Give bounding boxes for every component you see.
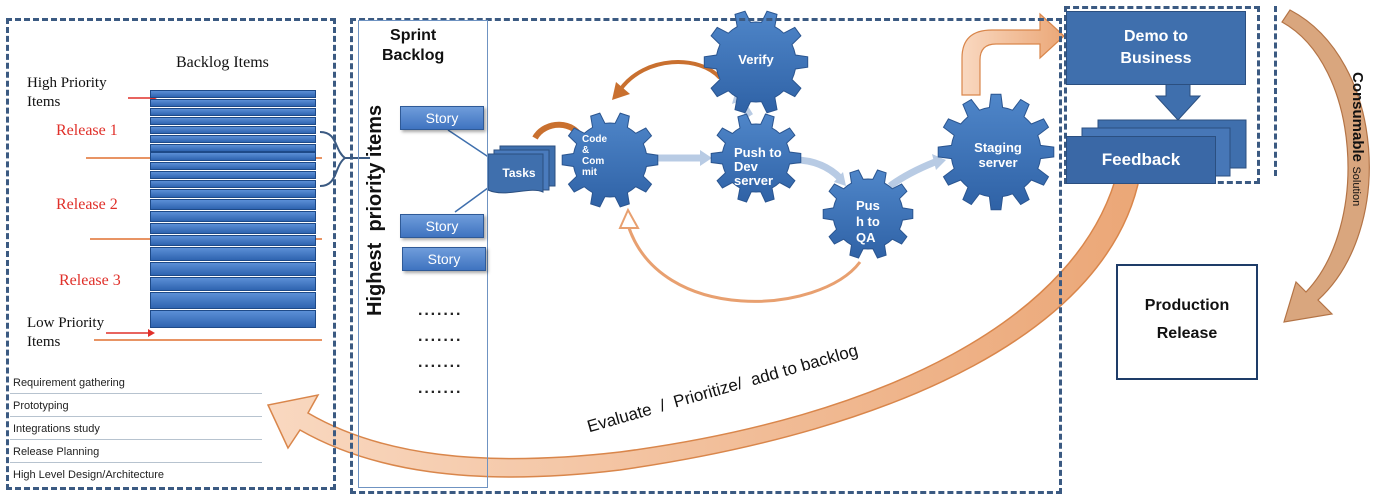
backlog-bar [150, 189, 316, 198]
backlog-region [6, 18, 336, 490]
activity-item: Integrations study [10, 418, 262, 440]
backlog-bar [150, 277, 316, 291]
production-release-box: Production Release [1116, 264, 1258, 380]
backlog-bar [150, 108, 316, 116]
low-priority-label: Low Priority Items [27, 315, 105, 350]
consumable-arrow [1281, 9, 1370, 323]
backlog-bar [150, 117, 316, 125]
placeholder-dots: ······· [418, 332, 463, 349]
qa-loop-arrow [626, 224, 862, 303]
placeholder-dots: ······· [418, 306, 463, 323]
gear-verify [703, 10, 809, 114]
placeholder-dots: ······· [418, 358, 463, 375]
release-1-label: Release 1 [56, 122, 118, 139]
backlog-bar [150, 211, 316, 222]
backlog-bar [150, 310, 316, 328]
backlog-bar [150, 235, 316, 246]
push-qa-label: Pus h to QA [856, 198, 880, 245]
backlog-bar [150, 171, 316, 179]
consumable-region-right-edge [1274, 6, 1277, 176]
placeholder-dots: ······· [418, 384, 463, 401]
backlog-bar [150, 135, 316, 143]
gear-code-commit [561, 112, 659, 208]
activity-item: Prototyping [10, 395, 262, 417]
backlog-bar [150, 180, 316, 188]
backlog-bar [150, 199, 316, 210]
backlog-bar [150, 262, 316, 276]
gear-staging [937, 93, 1055, 211]
tasks-shape [487, 153, 544, 194]
activity-item: High Level Design/Architecture [13, 469, 165, 481]
staging-to-demo-arrow [961, 12, 1065, 96]
backlog-bar [150, 292, 316, 309]
code-commit-label: Code & Com mit [582, 134, 607, 178]
backlog-bar [150, 144, 316, 152]
sprint-region [350, 18, 1062, 494]
backlog-bar [150, 126, 316, 134]
release-2-label: Release 2 [56, 196, 118, 213]
consumable-label-small: Solution [1350, 166, 1362, 207]
sprint-backlog-title: Sprint Backlog [382, 27, 445, 64]
gear-push-dev [710, 113, 802, 203]
consumable-label-bold: Consumable [1349, 72, 1366, 163]
story-card[interactable]: Story [402, 247, 486, 271]
evaluate-arrow [266, 169, 1141, 478]
staging-label: Staging server [974, 140, 1022, 170]
sprint-backlog-column [358, 20, 488, 488]
feedback-box: Feedback [1066, 136, 1216, 184]
consumable-solution-label: Consumable Solution [1348, 72, 1366, 206]
story-card[interactable]: Story [400, 214, 484, 238]
story-card[interactable]: Story [400, 106, 484, 130]
backlog-bar [150, 152, 316, 161]
flow-arrow-qa-staging [887, 158, 937, 189]
backlog-bar [150, 223, 316, 234]
backlog-bar [150, 99, 316, 107]
gear-push-qa [822, 169, 914, 259]
backlog-title: Backlog Items [176, 54, 269, 71]
backlog-bar [150, 247, 316, 261]
verify-label: Verify [738, 52, 774, 67]
activity-item: Release Planning [10, 441, 262, 463]
backlog-bar [150, 162, 316, 170]
push-dev-label: Push to Dev server [734, 145, 782, 188]
release-3-label: Release 3 [59, 272, 121, 289]
verify-loop-arrow [618, 60, 722, 92]
activity-item: Requirement gathering [10, 372, 262, 394]
highest-priority-label: Highest priority items [364, 104, 386, 316]
tasks-label: Tasks [502, 166, 536, 180]
high-priority-label: High Priority Items [27, 75, 107, 110]
demo-to-business-box: Demo to Business [1066, 11, 1246, 85]
backlog-bar [150, 90, 316, 98]
